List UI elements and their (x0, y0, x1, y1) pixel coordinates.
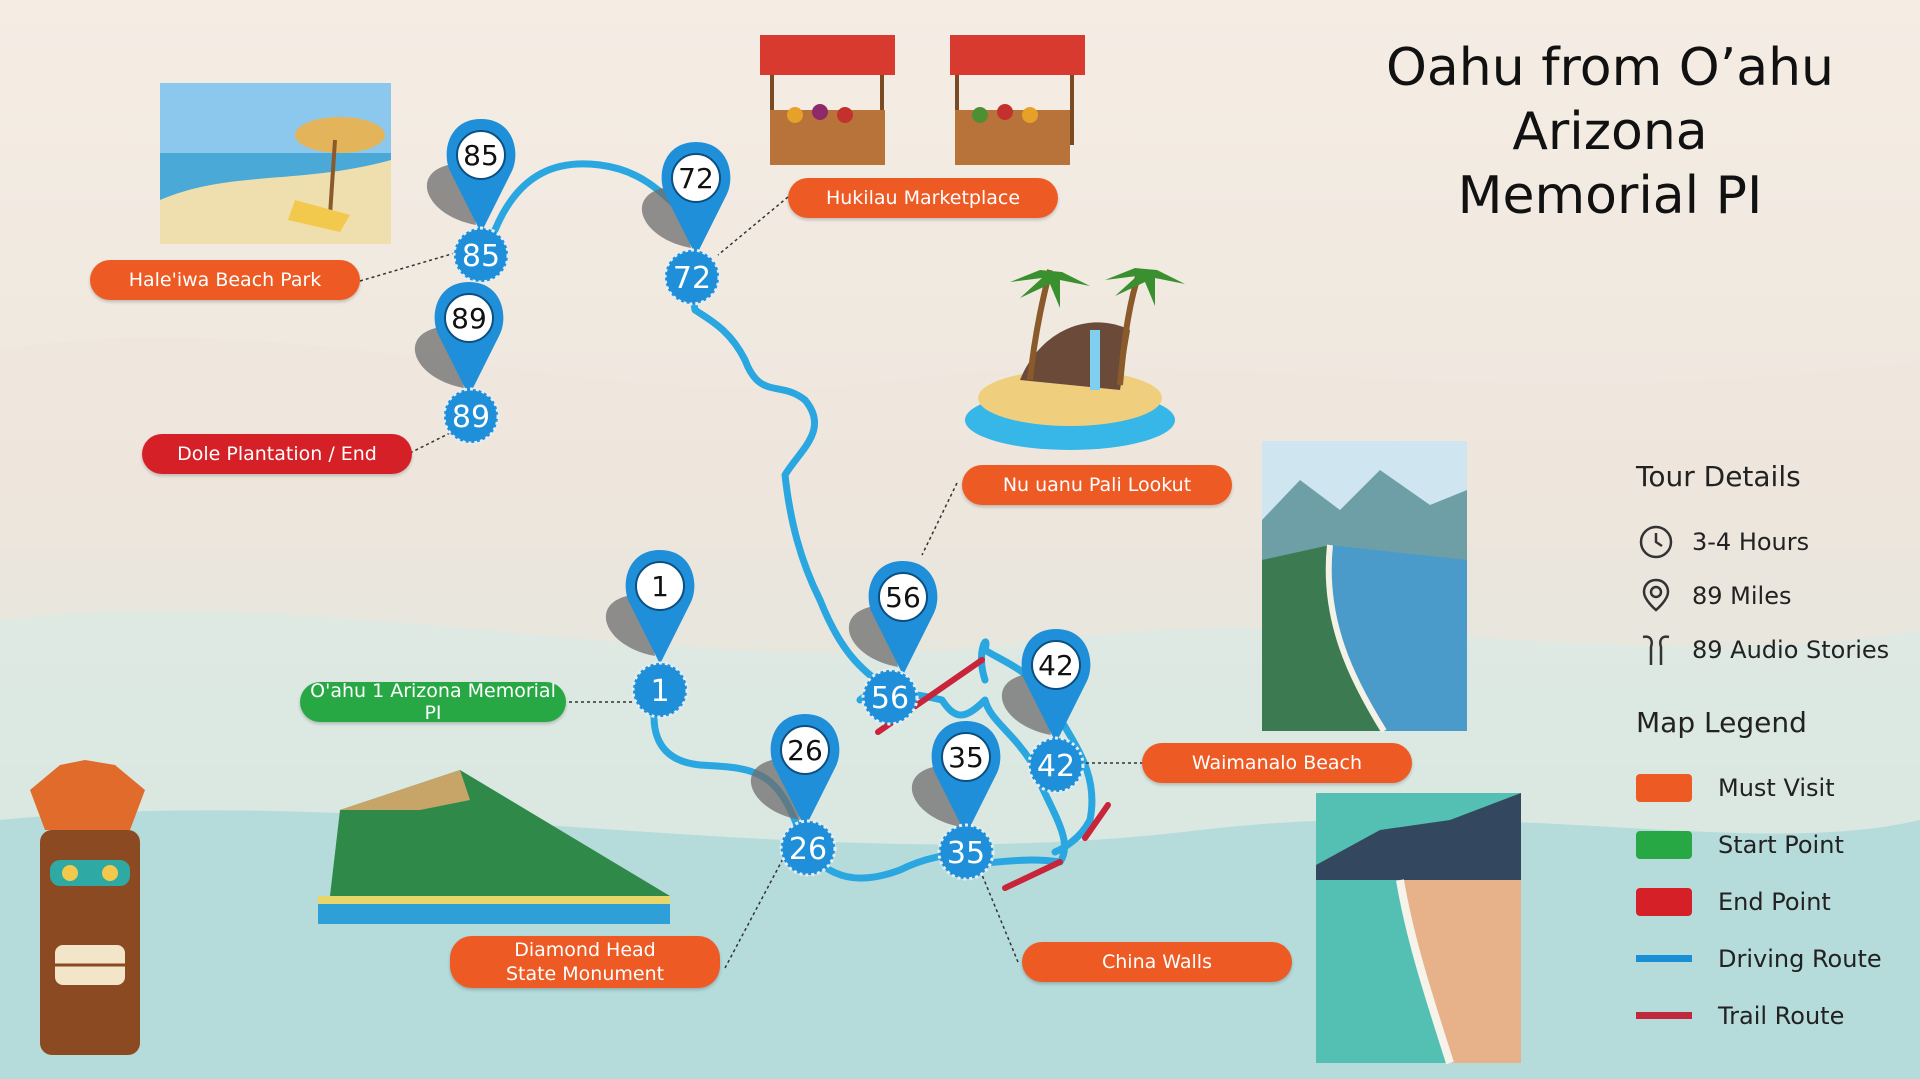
pin-number: 72 (678, 162, 714, 195)
stop-base-circle (631, 661, 689, 719)
legend-item-trail-route: Trail Route (1636, 987, 1920, 1044)
stop-label-diamond-head[interactable]: Diamond Head State Monument (450, 936, 720, 988)
map-title: Oahu from O’ahu Arizona Memorial PI (1300, 36, 1920, 228)
diamond-head-line-1: Diamond Head (514, 939, 656, 961)
stop-base-circle (779, 819, 837, 877)
stop-base-number: 35 (947, 836, 985, 871)
legend-heading: Map Legend (1636, 706, 1807, 739)
tour-audio-stories: 89 Audio Stories (1636, 623, 1920, 677)
pin-number: 26 (787, 734, 823, 767)
stop-label-arizona-memorial[interactable]: O'ahu 1 Arizona Memorial PI (300, 680, 566, 724)
diamond-head-line-2: State Monument (505, 963, 665, 985)
pin-badge (941, 732, 991, 782)
tiki-mask-illustration (30, 760, 145, 1055)
stop-marker-35[interactable]: 35 35 (911, 721, 1001, 881)
driving-route-line (1636, 955, 1692, 962)
stop-base-number: 42 (1037, 749, 1075, 784)
stop-base-number: 89 (452, 400, 490, 435)
stop-base-circle (442, 387, 500, 445)
beach-illustration (160, 83, 391, 244)
stop-marker-85[interactable]: 85 85 (426, 119, 516, 284)
mountain-illustration (318, 770, 670, 924)
island-illustration (965, 268, 1185, 450)
stop-label-hukilau-marketplace[interactable]: Hukilau Marketplace (788, 178, 1058, 218)
stop-marker-56[interactable]: 56 56 (848, 561, 938, 726)
stop-base-number: 56 (871, 681, 909, 716)
must-visit-swatch (1636, 773, 1692, 802)
legend-item-must-visit: Must Visit (1636, 759, 1920, 816)
pin-badge (1031, 640, 1081, 690)
clock-icon (1636, 522, 1676, 562)
legend-item-driving-route: Driving Route (1636, 930, 1920, 987)
tour-duration: 3-4 Hours (1636, 515, 1920, 569)
stop-base-number: 85 (462, 239, 500, 274)
stop-label-dole-plantation[interactable]: Dole Plantation / End (142, 434, 412, 474)
tour-details-heading: Tour Details (1636, 460, 1801, 493)
pin-number: 89 (451, 302, 487, 335)
pin-number: 1 (651, 570, 669, 603)
map-pin-icon (1636, 576, 1676, 616)
coastline-illustration (1262, 441, 1467, 733)
stop-base-circle (663, 248, 721, 306)
pin-badge (444, 293, 494, 343)
stop-marker-89[interactable]: 89 89 (414, 282, 504, 445)
stop-label-pali-lookout[interactable]: Nu uanu Pali Lookut (962, 465, 1232, 505)
stop-base-number: 26 (789, 832, 827, 867)
beach-cove-illustration (1316, 793, 1521, 1065)
stop-base-number: 1 (650, 674, 669, 709)
pin-number: 35 (948, 741, 984, 774)
start-point-swatch (1636, 830, 1692, 859)
pin-badge (671, 153, 721, 203)
stop-marker-42[interactable]: 42 42 (1001, 629, 1091, 794)
pin-number: 85 (463, 139, 499, 172)
trail-route-line (1636, 1012, 1692, 1019)
legend-item-start-point: Start Point (1636, 816, 1920, 873)
tour-details-panel: Tour Details 3-4 Hours 89 Miles 89 Audio… (1636, 460, 1920, 677)
stop-label-waimanalo-beach[interactable]: Waimanalo Beach (1142, 743, 1412, 783)
stop-label-china-walls[interactable]: China Walls (1022, 942, 1292, 982)
pin-badge (780, 725, 830, 775)
pin-badge (878, 572, 928, 622)
stop-marker-1[interactable]: 11 (605, 550, 695, 719)
stop-base-number: 72 (673, 261, 711, 296)
pin-badge (635, 561, 685, 611)
tour-distance: 89 Miles (1636, 569, 1920, 623)
earbuds-icon (1636, 630, 1676, 670)
stop-marker-72[interactable]: 72 72 (641, 142, 731, 306)
label-connectors (359, 196, 1143, 969)
title-line-1: Oahu from O’ahu Arizona (1385, 38, 1835, 162)
pin-number: 56 (885, 581, 921, 614)
title-line-2: Memorial PI (1457, 166, 1763, 226)
stop-label-haleiwa-beach-park[interactable]: Hale'iwa Beach Park (90, 260, 360, 300)
pin-number: 42 (1038, 649, 1074, 682)
stop-marker-26[interactable]: 26 26 (750, 714, 840, 877)
stop-base-circle (452, 226, 510, 284)
map-legend: Map Legend Must Visit Start Point End Po… (1636, 706, 1920, 1044)
pin-badge (456, 130, 506, 180)
stop-base-circle (861, 668, 919, 726)
end-point-swatch (1636, 887, 1692, 916)
stop-base-circle (1027, 736, 1085, 794)
legend-item-end-point: End Point (1636, 873, 1920, 930)
stop-base-circle (937, 823, 995, 881)
market-stalls-illustration (760, 35, 1085, 165)
